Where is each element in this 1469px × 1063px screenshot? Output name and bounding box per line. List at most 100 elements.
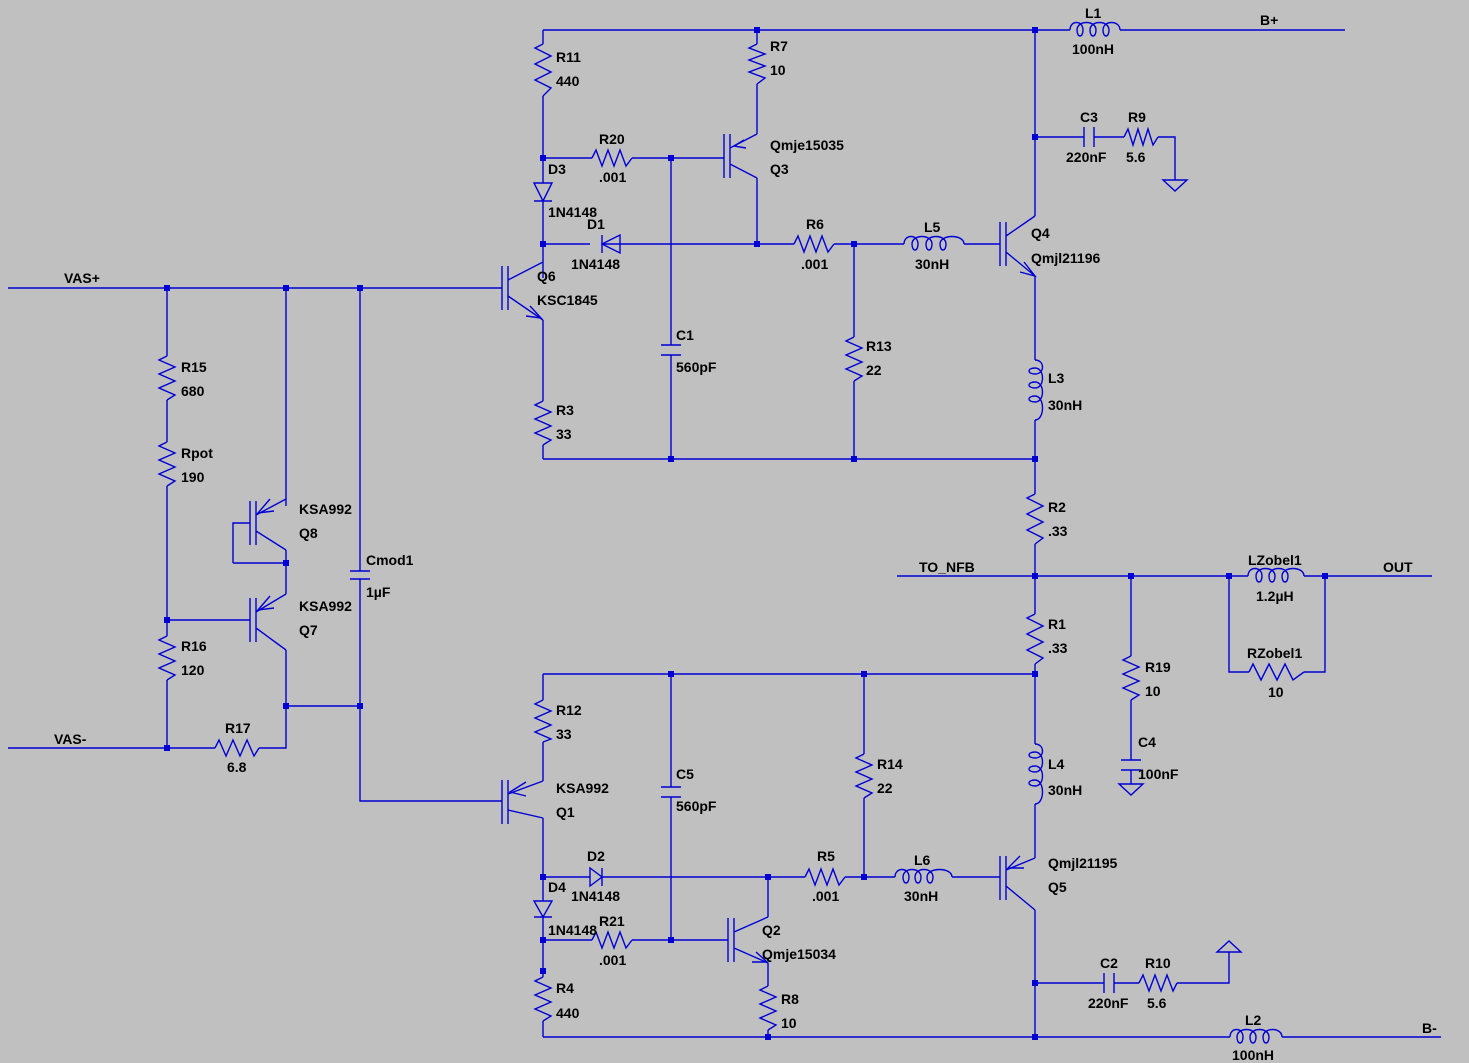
- label-L3-value: 30nH: [1048, 397, 1082, 413]
- label-R9-value: 5.6: [1126, 149, 1146, 165]
- label-D3-name: D3: [548, 161, 566, 177]
- net-labels: VAS+ VAS- B+ B- TO_NFB OUT: [54, 12, 1437, 1036]
- label-L1-value: 100nH: [1072, 41, 1114, 57]
- label-RZobel1-value: 10: [1268, 684, 1284, 700]
- label-LZobel1-name: LZobel1: [1248, 552, 1302, 568]
- label-C5-name: C5: [676, 766, 694, 782]
- label-C3-value: 220nF: [1066, 149, 1107, 165]
- transistor-Q2: [727, 916, 769, 964]
- label-Q4-ref: Q4: [1031, 225, 1050, 241]
- ground-C2: [1215, 940, 1243, 953]
- label-R10-value: 5.6: [1147, 995, 1167, 1011]
- label-L6-name: L6: [914, 852, 931, 868]
- transistor-Q5: [999, 855, 1036, 911]
- label-R7-value: 10: [770, 62, 786, 78]
- label-D3-value: 1N4148: [548, 204, 597, 220]
- label-C1-value: 560pF: [676, 359, 717, 375]
- label-C2-name: C2: [1100, 955, 1118, 971]
- label-R13-value: 22: [866, 362, 882, 378]
- label-R10-name: R10: [1145, 955, 1171, 971]
- label-Q1-ref: Q1: [556, 804, 575, 820]
- transistor-Q4: [999, 215, 1037, 278]
- label-C4-name: C4: [1138, 734, 1156, 750]
- resistor-R5: [804, 867, 846, 887]
- label-D4-value: 1N4148: [548, 922, 597, 938]
- resistor-R17: [214, 738, 260, 758]
- label-Q7-ref: Q7: [299, 622, 318, 638]
- label-D1-value: 1N4148: [571, 256, 620, 272]
- resistor-R2: [1025, 493, 1045, 545]
- label-Q4-name: Qmjl21196: [1031, 250, 1100, 266]
- label-Cmod1-name: Cmod1: [366, 552, 414, 568]
- label-RZobel1-name: RZobel1: [1247, 645, 1302, 661]
- label-R3-name: R3: [556, 402, 574, 418]
- resistor-symbols: [157, 43, 1305, 1031]
- resistor-R15: [157, 355, 177, 401]
- label-Q6-ref: Q6: [537, 268, 556, 284]
- label-R21-name: R21: [599, 913, 625, 929]
- label-Q2-name: Qmje15034: [762, 946, 836, 962]
- resistor-R16: [157, 635, 177, 681]
- label-R14-value: 22: [877, 780, 893, 796]
- diode-D4: [532, 900, 554, 919]
- label-L4-value: 30nH: [1048, 782, 1082, 798]
- label-D4-name: D4: [548, 879, 566, 895]
- label-R19-name: R19: [1145, 659, 1171, 675]
- label-R16-name: R16: [181, 638, 207, 654]
- label-L6-value: 30nH: [904, 888, 938, 904]
- label-R14-name: R14: [877, 756, 903, 772]
- resistor-R9: [1123, 126, 1159, 148]
- label-L5-value: 30nH: [915, 256, 949, 272]
- net-label-vas-minus: VAS-: [54, 731, 87, 747]
- label-R20-value: .001: [599, 169, 626, 185]
- resistor-Rpot: [157, 441, 177, 487]
- label-Q7-name: KSA992: [299, 598, 352, 614]
- diode-symbols: [532, 182, 621, 919]
- inductor-L3: [1028, 359, 1044, 421]
- label-R12-value: 33: [556, 726, 572, 742]
- label-R11-value: 440: [556, 73, 580, 89]
- capacitor-Cmod1: [350, 570, 370, 580]
- label-R3-value: 33: [556, 426, 572, 442]
- label-R8-value: 10: [781, 1015, 797, 1031]
- resistor-R7: [747, 43, 767, 85]
- label-R4-value: 440: [556, 1005, 580, 1021]
- label-R6-value: .001: [801, 256, 828, 272]
- label-R17-value: 6.8: [227, 759, 247, 775]
- inductor-L5: [903, 235, 965, 251]
- label-R4-name: R4: [556, 980, 574, 996]
- label-Rpot-value: 190: [181, 469, 205, 485]
- transistor-symbols: [249, 133, 1037, 964]
- label-R19-value: 10: [1145, 683, 1161, 699]
- label-D1-name: D1: [587, 216, 605, 232]
- wires: [8, 29, 1441, 1038]
- label-R2-value: .33: [1048, 523, 1068, 539]
- resistor-R14: [854, 753, 874, 799]
- label-Q3-name: Qmje15035: [770, 137, 844, 153]
- net-label-to-nfb: TO_NFB: [919, 559, 975, 575]
- inductor-L1: [1069, 21, 1121, 37]
- resistor-R12: [533, 699, 553, 743]
- label-Q3-ref: Q3: [770, 161, 789, 177]
- resistor-R20: [591, 148, 633, 168]
- diode-D2: [589, 866, 604, 888]
- label-C5-value: 560pF: [676, 798, 717, 814]
- transistor-Q7: [249, 593, 287, 651]
- label-Q2-ref: Q2: [762, 922, 781, 938]
- label-L3-name: L3: [1048, 370, 1065, 386]
- diode-D1: [600, 233, 621, 255]
- capacitor-C5: [661, 786, 681, 798]
- resistor-R10: [1138, 973, 1178, 993]
- label-R15-value: 680: [181, 383, 205, 399]
- component-labels: R11 440 R7 10 L1 100nH R20 .001 D3 1N414…: [181, 5, 1302, 1063]
- resistor-R1: [1025, 613, 1045, 665]
- label-R17-name: R17: [225, 720, 251, 736]
- label-Q5-name: Qmjl21195: [1048, 855, 1117, 871]
- resistor-R6: [793, 234, 835, 254]
- inductor-symbols: [894, 21, 1305, 1044]
- label-R12-name: R12: [556, 702, 582, 718]
- label-R21-value: .001: [599, 952, 626, 968]
- diode-D3: [532, 182, 554, 203]
- label-C3-name: C3: [1080, 109, 1098, 125]
